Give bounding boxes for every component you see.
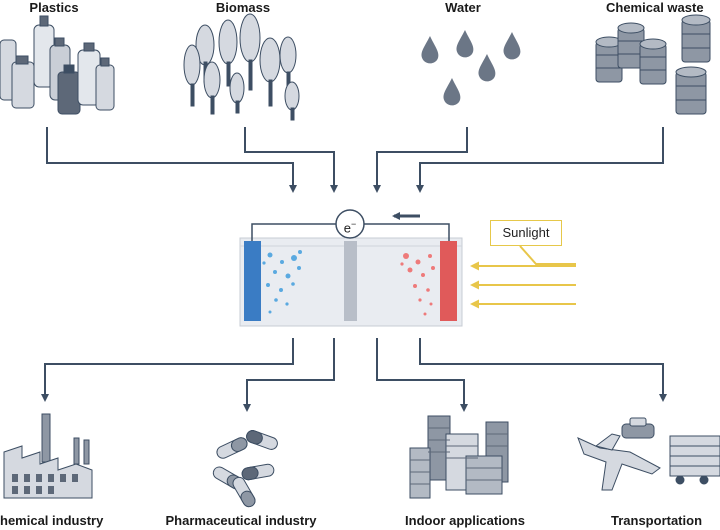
barrels-icon xyxy=(595,14,711,115)
sunlight-leader xyxy=(519,245,576,265)
pharmaceutical-arrow xyxy=(243,338,335,412)
membrane xyxy=(344,241,357,321)
buildings-icon xyxy=(409,415,509,499)
photoanode-electrode xyxy=(440,241,457,321)
chemical-industry-label: hemical industry xyxy=(0,513,104,528)
electron-symbol: e− xyxy=(336,212,364,236)
photoelectrochemical-cell xyxy=(239,209,463,327)
indoor-applications-label: Indoor applications xyxy=(405,513,525,528)
plastics-arrow xyxy=(46,127,297,193)
electron-node xyxy=(335,209,365,239)
pharmaceutical-industry-label: Pharmaceutical industry xyxy=(165,513,317,528)
transportation-arrow xyxy=(419,338,667,402)
water-label: Water xyxy=(445,0,481,15)
factory-icon xyxy=(3,413,93,499)
chemical-waste-arrow xyxy=(416,127,664,193)
electron-charge: − xyxy=(350,219,357,229)
chemical-waste-label: Chemical waste xyxy=(606,0,704,15)
transportation-icon xyxy=(577,417,720,491)
indoor-arrow xyxy=(376,338,468,412)
water-drops-icon xyxy=(421,30,521,106)
sunlight-label: Sunlight xyxy=(490,220,562,246)
plastic-bottles-icon xyxy=(0,15,115,115)
photoanode-bubbles xyxy=(400,253,435,316)
chemical-industry-arrow xyxy=(41,338,294,402)
cathode-electrode xyxy=(244,241,261,321)
plastics-label: Plastics xyxy=(29,0,79,15)
sunlight-rays xyxy=(470,245,576,309)
capsules-icon xyxy=(212,430,278,508)
input-arrows xyxy=(46,127,664,193)
airplane-icon xyxy=(577,437,661,491)
output-arrows xyxy=(41,338,667,412)
car-icon xyxy=(621,417,655,439)
biomass-label: Biomass xyxy=(215,0,271,15)
external-circuit-wire xyxy=(251,223,450,241)
water-arrow xyxy=(373,127,468,193)
trees-icon xyxy=(183,13,300,121)
electron-letter: e xyxy=(343,220,351,236)
biomass-arrow xyxy=(244,127,338,193)
truck-icon xyxy=(669,435,720,485)
transportation-label: Transportation xyxy=(611,513,703,528)
cathode-bubbles xyxy=(262,250,302,314)
